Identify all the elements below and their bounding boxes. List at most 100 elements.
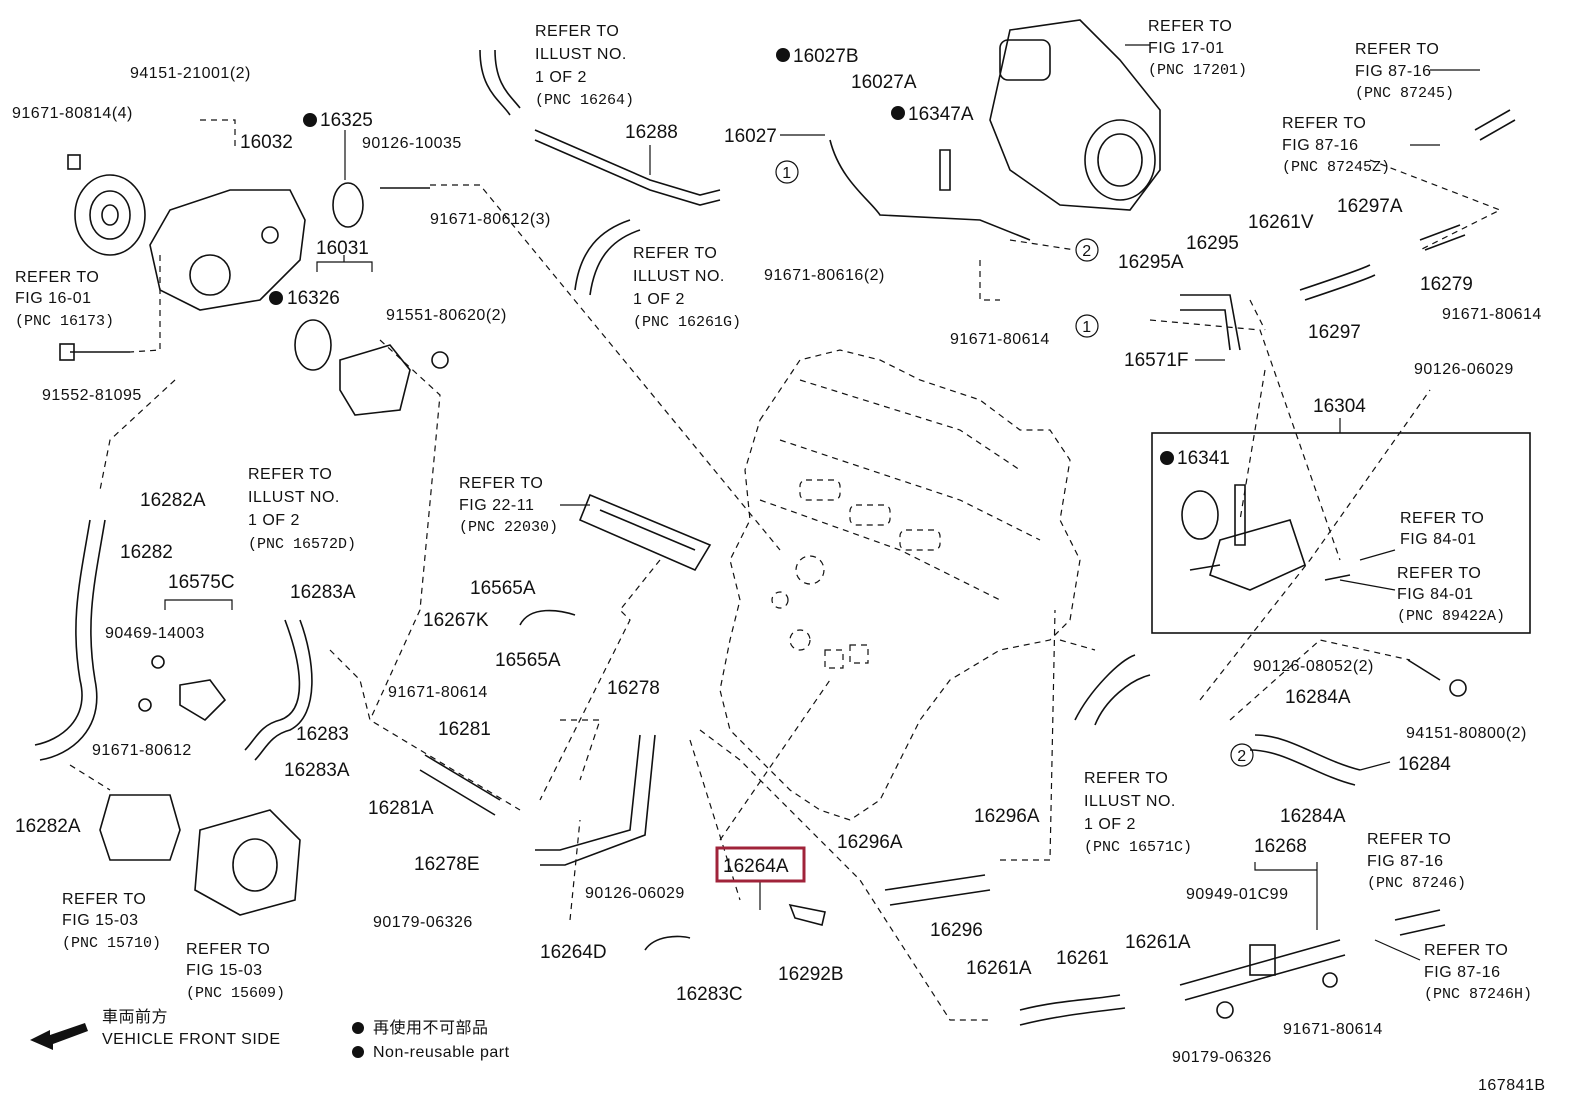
refer-17201-line3: (PNC 17201) (1148, 62, 1247, 79)
refer-16264-line2: ILLUST NO. (535, 46, 627, 63)
legend-nonreusable-jp: 再使用不可部品 (373, 1019, 489, 1037)
ref-circle-1-top-text: 1 (782, 165, 791, 182)
ref-circle-1-right (1075, 314, 1099, 338)
refer-87245z-line2: FIG 87-16 (1282, 137, 1359, 154)
legend-direction-en: VEHICLE FRONT SIDE (102, 1031, 281, 1048)
label-91671-80616: 91671-80616(2) (764, 267, 885, 284)
label-16575C: 16575C (168, 572, 235, 593)
label-90949-01C99: 90949-01C99 (1186, 886, 1288, 903)
label-16264A[interactable]: 16264A (723, 856, 789, 877)
label-94151-80800: 94151-80800(2) (1406, 725, 1527, 742)
ref-circle-1-top (775, 160, 799, 184)
label-16281A: 16281A (368, 798, 434, 819)
label-91552-81095: 91552-81095 (42, 387, 142, 404)
label-16031: 16031 (316, 238, 369, 259)
label-16264D: 16264D (540, 942, 607, 963)
label-16283: 16283 (296, 724, 349, 745)
refer-16572d-line1: REFER TO (248, 466, 332, 483)
label-16325: 16325 (320, 110, 373, 131)
refer-15609-line3: (PNC 15609) (186, 985, 285, 1002)
label-16268: 16268 (1254, 836, 1307, 857)
label-16304: 16304 (1313, 396, 1366, 417)
label-90126-06029-mid: 90126-06029 (585, 885, 685, 902)
nonreusable-markers (269, 48, 1174, 1058)
label-90179-06326-bot: 90179-06326 (1172, 1049, 1272, 1066)
refer-87245-line1: REFER TO (1355, 41, 1439, 58)
refer-17201-line2: FIG 17-01 (1148, 40, 1225, 57)
ref-circle-2-right (1230, 743, 1254, 767)
refer-16571c-line3: 1 OF 2 (1084, 816, 1136, 833)
legend-direction-jp: 車両前方 (102, 1008, 168, 1026)
refer-15710-line2: FIG 15-03 (62, 912, 139, 929)
label-16565A-bot: 16565A (495, 650, 561, 671)
refer-16173-line3: (PNC 16173) (15, 313, 114, 330)
label-16261: 16261 (1056, 948, 1109, 969)
refer-16571c-line4: (PNC 16571C) (1084, 839, 1192, 856)
label-16032: 16032 (240, 132, 293, 153)
label-16282: 16282 (120, 542, 173, 563)
refer-16261g-line3: 1 OF 2 (633, 291, 685, 308)
refer-17201-line1: REFER TO (1148, 18, 1232, 35)
refer-16173-line1: REFER TO (15, 269, 99, 286)
refer-16264-line4: (PNC 16264) (535, 92, 634, 109)
label-91671-80612: 91671-80612 (92, 742, 192, 759)
label-16283C: 16283C (676, 984, 743, 1005)
label-94151-21001: 94151-21001(2) (130, 65, 251, 82)
refer-87246-line2: FIG 87-16 (1367, 853, 1444, 870)
label-16027B: 16027B (793, 46, 859, 67)
label-90469-14003: 90469-14003 (105, 625, 205, 642)
refer-16571c-line2: ILLUST NO. (1084, 793, 1176, 810)
label-16284A-bot: 16284A (1280, 806, 1346, 827)
ref-circle-1-right-text: 1 (1082, 319, 1091, 336)
label-16279: 16279 (1420, 274, 1473, 295)
ref-circle-2-right-text: 2 (1237, 748, 1246, 765)
label-16261A-left: 16261A (966, 958, 1032, 979)
label-16296: 16296 (930, 920, 983, 941)
label-16282A-bot: 16282A (15, 816, 81, 837)
refer-16571c-line1: REFER TO (1084, 770, 1168, 787)
refer-16173-line2: FIG 16-01 (15, 290, 92, 307)
label-16282A-top: 16282A (140, 490, 206, 511)
refer-89422a-line2: FIG 84-01 (1397, 586, 1474, 603)
label-90179-06326-left: 90179-06326 (373, 914, 473, 931)
label-91671-80612-3: 91671-80612(3) (430, 211, 551, 228)
refer-87245z-line3: (PNC 87245Z) (1282, 159, 1390, 176)
label-91671-80614-top: 91671-80614 (950, 331, 1050, 348)
label-90126-08052: 90126-08052(2) (1253, 658, 1374, 675)
refer-87246-line3: (PNC 87246) (1367, 875, 1466, 892)
refer-15609-line2: FIG 15-03 (186, 962, 263, 979)
refer-89422a-line1: REFER TO (1397, 565, 1481, 582)
refer-8401-line2: FIG 84-01 (1400, 531, 1477, 548)
label-16347A: 16347A (908, 104, 974, 125)
refer-87245-line2: FIG 87-16 (1355, 63, 1432, 80)
highlight-box-16264A[interactable] (715, 846, 806, 883)
label-91671-80614-mid: 91671-80614 (388, 684, 488, 701)
label-16296A-left: 16296A (837, 832, 903, 853)
label-16278: 16278 (607, 678, 660, 699)
ref-circle-2-top (1075, 238, 1099, 262)
refer-15710-line3: (PNC 15710) (62, 935, 161, 952)
label-16288: 16288 (625, 122, 678, 143)
refer-87246-line1: REFER TO (1367, 831, 1451, 848)
label-16341: 16341 (1177, 448, 1230, 469)
label-16297A: 16297A (1337, 196, 1403, 217)
ref-circles: 1 2 1 2 (775, 160, 1254, 767)
refer-16572d-line2: ILLUST NO. (248, 489, 340, 506)
refer-16572d-line3: 1 OF 2 (248, 512, 300, 529)
label-16571F: 16571F (1124, 350, 1188, 371)
label-16261A-right: 16261A (1125, 932, 1191, 953)
refer-8401-line1: REFER TO (1400, 510, 1484, 527)
label-16297: 16297 (1308, 322, 1361, 343)
label-16027A: 16027A (851, 72, 917, 93)
label-16295: 16295 (1186, 233, 1239, 254)
diagram-id: 167841B (1478, 1077, 1546, 1094)
refer-89422a-line3: (PNC 89422A) (1397, 608, 1505, 625)
part-sketches (34, 19, 1531, 1026)
front-arrow-icon (30, 1023, 88, 1050)
label-16296A-right: 16296A (974, 806, 1040, 827)
label-16292B: 16292B (778, 964, 844, 985)
label-90126-06029-right: 90126-06029 (1414, 361, 1514, 378)
label-16278E: 16278E (414, 854, 480, 875)
